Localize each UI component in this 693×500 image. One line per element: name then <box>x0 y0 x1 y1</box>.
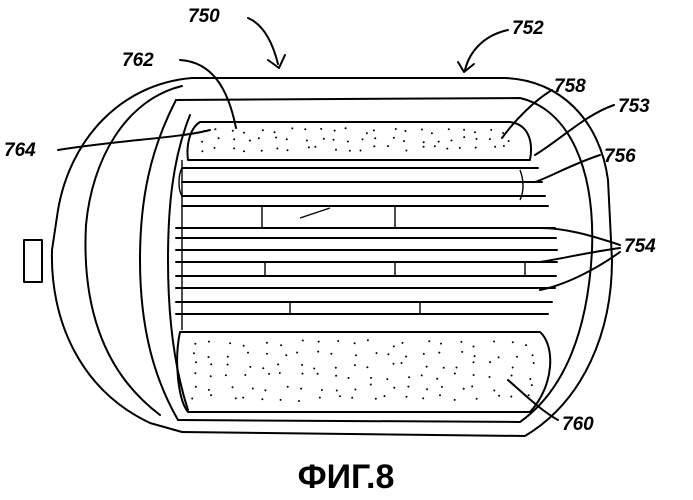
label-754: 754 <box>624 236 656 257</box>
label-753: 753 <box>618 96 650 117</box>
label-756: 756 <box>604 146 636 167</box>
label-758: 758 <box>554 76 586 97</box>
label-762: 762 <box>122 50 154 71</box>
top-media-pad <box>188 122 532 160</box>
bottom-media-pad <box>177 332 550 412</box>
label-752: 752 <box>512 18 544 39</box>
side-nozzle <box>24 240 42 282</box>
label-750: 750 <box>188 6 220 27</box>
label-764: 764 <box>4 140 36 161</box>
label-760: 760 <box>562 414 594 435</box>
housing <box>24 78 612 436</box>
plate-stack <box>176 160 557 330</box>
figure-caption: ФИГ.8 <box>298 458 395 496</box>
